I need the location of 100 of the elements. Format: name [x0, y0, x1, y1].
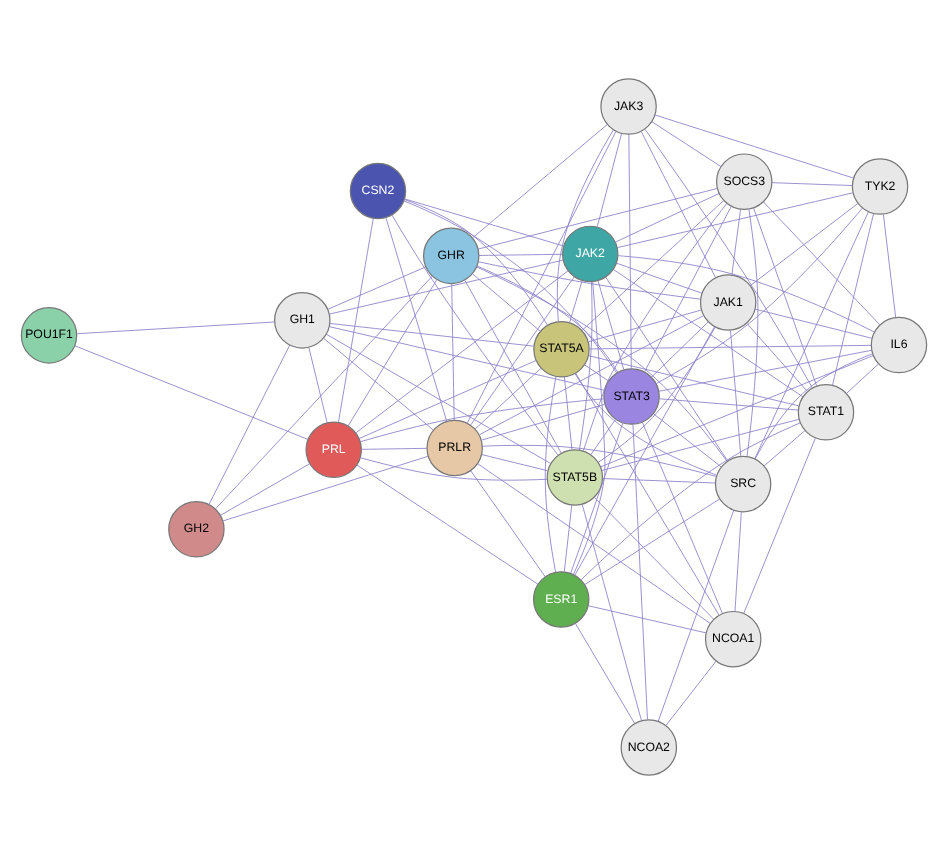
connector: [476, 264, 619, 372]
connector: [584, 363, 610, 381]
connector: [451, 282, 455, 420]
connector: [597, 325, 716, 462]
connector: [580, 421, 801, 580]
connector: [208, 343, 291, 504]
connector: [479, 314, 705, 435]
connector: [544, 375, 557, 572]
connector: [762, 200, 881, 325]
connector: [597, 279, 625, 370]
connector: [587, 308, 702, 342]
connector: [589, 343, 872, 349]
connector: [575, 371, 720, 615]
connector: [481, 402, 606, 440]
connector: [329, 322, 535, 346]
connector: [222, 454, 429, 521]
connector: [605, 275, 729, 461]
connector: [754, 307, 873, 338]
connector: [590, 418, 616, 455]
connector: [476, 265, 728, 461]
connector: [628, 132, 632, 369]
connector: [601, 417, 800, 470]
connector: [474, 366, 542, 429]
connector: [832, 212, 875, 385]
connector: [76, 320, 275, 334]
connector: [644, 204, 732, 372]
connector: [730, 328, 742, 456]
connector: [329, 258, 564, 314]
connector: [574, 372, 717, 475]
connector: [651, 320, 709, 377]
connector: [569, 279, 583, 323]
connector: [308, 346, 328, 423]
connector: [403, 199, 618, 373]
connector: [573, 280, 606, 574]
connector: [467, 129, 617, 423]
connector: [602, 477, 716, 483]
connector: [614, 192, 720, 242]
connector: [616, 261, 703, 293]
connector: [584, 497, 720, 585]
connector: [581, 502, 642, 720]
connector: [754, 210, 869, 459]
connector: [640, 130, 716, 278]
connector: [651, 120, 722, 166]
connector: [734, 510, 742, 611]
connector: [653, 412, 722, 467]
connector: [477, 187, 718, 249]
connector: [587, 604, 707, 633]
connector: [470, 275, 575, 425]
connector: [74, 344, 309, 439]
connector: [763, 429, 806, 466]
connector: [326, 332, 552, 463]
connector: [385, 216, 448, 421]
connector: [356, 463, 539, 584]
connector: [632, 422, 648, 719]
connector: [478, 252, 563, 255]
connector: [391, 213, 559, 455]
connector: [323, 336, 434, 430]
connector: [477, 260, 702, 299]
connector: [654, 113, 855, 178]
connector: [472, 123, 608, 238]
connector: [612, 268, 804, 397]
connector: [617, 191, 854, 247]
connector: [219, 462, 310, 515]
connector: [347, 278, 438, 426]
connector: [846, 362, 879, 393]
connector: [594, 496, 715, 619]
connector: [327, 265, 427, 309]
connector: [215, 274, 433, 509]
connector: [771, 181, 853, 185]
connector: [482, 443, 717, 476]
connector: [329, 325, 606, 390]
connector: [600, 354, 874, 467]
connector: [404, 197, 564, 246]
connector: [359, 456, 548, 480]
connector: [655, 206, 863, 384]
connector: [556, 128, 614, 321]
connector: [659, 397, 799, 410]
connector: [658, 348, 872, 391]
connector: [731, 207, 742, 274]
connector: [641, 420, 723, 613]
connector: [579, 280, 593, 450]
connector: [575, 622, 635, 723]
connector: [563, 375, 573, 450]
connector: [472, 272, 541, 331]
connector: [358, 359, 537, 438]
connector: [563, 503, 573, 572]
connector: [588, 354, 800, 406]
connector: [574, 325, 715, 575]
connector: [665, 659, 717, 725]
connector: [754, 352, 873, 459]
connector: [749, 201, 859, 286]
connector: [581, 199, 724, 330]
connector: [404, 198, 548, 325]
connector: [657, 508, 735, 721]
connector: [644, 127, 813, 388]
connector: [596, 132, 622, 227]
connector: [361, 446, 428, 449]
connector: [617, 254, 875, 332]
connector: [477, 462, 711, 623]
connector: [464, 278, 562, 453]
